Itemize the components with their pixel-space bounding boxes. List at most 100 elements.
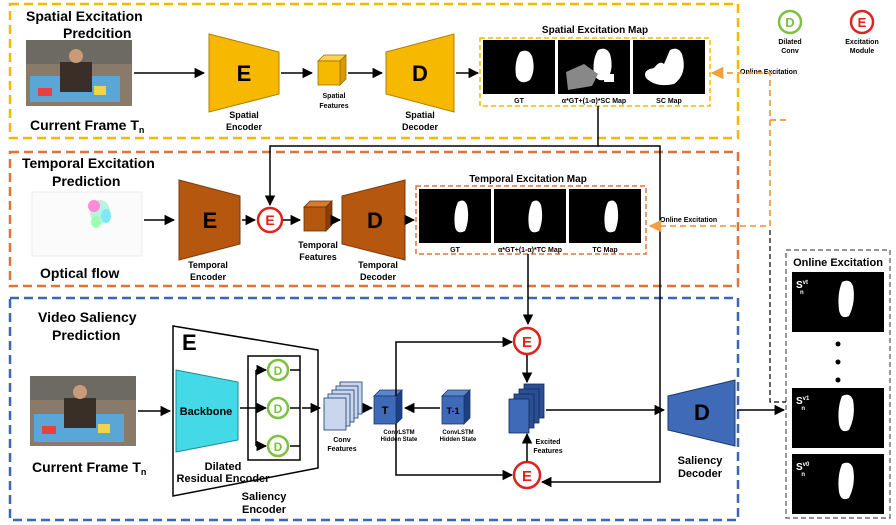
saliency-excitation-bottom-icon [512, 460, 542, 490]
spatial-title-1: Spatial Excitation [26, 8, 143, 24]
temporal-stage-2 [494, 189, 566, 243]
online-panel [785, 249, 891, 519]
excited-features-label-2: Features [533, 448, 562, 455]
temporal-decoder-shape [341, 179, 406, 261]
temporal-features-label-2: Features [299, 252, 337, 262]
temporal-encoder-letter: E [203, 208, 218, 233]
temporal-map-frame [415, 185, 647, 255]
excitation-legend-label-2: Module [850, 48, 875, 55]
spatial-to-temporal-arrow [264, 106, 599, 207]
dilated-legend-label-2: Conv [781, 48, 799, 55]
t-to-top-excitation [395, 336, 514, 396]
spatial-frame-label: Current Frame Tn [30, 117, 144, 135]
temporal-encoder-label-2: Encoder [190, 272, 227, 282]
temporal-features-cube [303, 200, 333, 232]
spatial-stage-2 [558, 40, 630, 94]
convlstm-t1-letter: T-1 [446, 406, 459, 416]
temporal-stage-3 [569, 189, 641, 243]
spatial-title-2: Predcition [63, 25, 131, 41]
online-ellipsis-dot-1 [835, 341, 841, 347]
spatial-stage-3 [633, 40, 705, 94]
spatial-decoder-shape [385, 33, 455, 113]
convlstm-t1-cube [441, 389, 471, 425]
convlstm-t-label-2: Hidden State [381, 437, 418, 443]
dilated-letter-3: D [274, 440, 283, 454]
temporal-stage-3-title: Curriculum Stage3 [574, 192, 636, 199]
online-map-vt [792, 272, 884, 332]
spatial-encoder-label-2: Encoder [226, 122, 263, 132]
backbone-label: Backbone [180, 406, 233, 418]
saliency-decoder-shape [667, 379, 736, 447]
temporal-title-2: Prediction [52, 173, 120, 189]
online-ellipsis-dot-2 [835, 359, 841, 365]
dilated-conv-icon-2 [266, 396, 290, 420]
spatial-decoder-label-2: Decoder [402, 122, 439, 132]
spatial-stage-2-caption: α*GT+(1-α)*SC Map [562, 98, 626, 105]
temporal-encoder-shape [178, 179, 241, 261]
saliency-decoder-label-1: Saliency [678, 455, 724, 467]
saliency-panel [8, 296, 740, 522]
spatial-frame-image [26, 40, 132, 106]
dilated-legend-label-1: Dilated [778, 39, 801, 46]
temporal-stage-1-title: Curriculum Stage1 [424, 192, 486, 199]
online-excitation-black-link [769, 230, 786, 403]
online-map-v0 [792, 454, 884, 514]
online-panel-title: Online Excitation [793, 257, 883, 269]
temporal-stage-2-title: Curriculum Stage2 [499, 192, 561, 199]
conv-features-label-2: Features [327, 446, 356, 453]
temporal-stage-2-caption: α*GT+(1-α)*TC Map [498, 247, 562, 254]
saliency-excitation-top-icon [512, 326, 542, 356]
spatial-stage-1-caption: GT [514, 98, 524, 105]
saliency-frame-image [30, 376, 136, 446]
dilated-encoder-label-1: Dilated [205, 461, 242, 473]
saliency-excitation-bottom-letter: E [522, 468, 532, 485]
saliency-decoder-label-2: Decoder [678, 468, 723, 480]
spatial-stage-1 [483, 40, 555, 94]
spatial-panel [8, 2, 740, 140]
excited-features-stack [508, 383, 545, 434]
dilated-letter-2: D [274, 402, 283, 416]
optical-flow-label: Optical flow [40, 265, 119, 281]
saliency-title-2: Prediction [52, 327, 120, 343]
conv-features-label-1: Conv [333, 437, 351, 444]
temporal-stage-1-caption: GT [450, 247, 460, 254]
dilated-branches [240, 355, 301, 461]
saliency-encoder-label-2: Encoder [242, 504, 287, 516]
spatial-features-cube [317, 54, 347, 86]
spatial-encoder-label-1: Spatial [229, 110, 259, 120]
saliency-title-1: Video Saliency [38, 309, 137, 325]
spatial-stage-3-caption: SC Map [656, 98, 682, 105]
convlstm-t1-label-1: ConvLSTM [442, 430, 473, 436]
dilated-encoder-label-2: Residual Encoder [177, 473, 271, 485]
temporal-panel [8, 150, 740, 288]
online-excitation-feedback-temporal [648, 120, 771, 233]
temporal-stage-3-caption: TC Map [592, 247, 617, 254]
convlstm-t-label-1: ConvLSTM [383, 430, 414, 436]
temporal-online-excitation-label: Online Excitation [660, 217, 717, 224]
temporal-module-letter: E [265, 212, 274, 228]
temporal-map-title: Temporal Excitation Map [469, 174, 587, 185]
spatial-decoder-letter: D [412, 61, 428, 86]
temporal-encoder-label-1: Temporal [188, 260, 228, 270]
excitation-module-legend-icon [849, 9, 875, 35]
temporal-features-label-1: Temporal [298, 240, 338, 250]
spatial-features-label-2: Features [319, 103, 348, 110]
conv-features-stack [323, 381, 363, 431]
t-to-bottom-excitation [395, 424, 514, 481]
saliency-encoder-label-1: Saliency [242, 491, 288, 503]
legend: D Dilated Conv E Excitation Module [777, 9, 879, 55]
spatial-decoder-label-1: Spatial [405, 110, 435, 120]
convlstm-t-letter: T [382, 405, 389, 417]
saliency-decoder-letter: D [694, 400, 710, 425]
convlstm-t-cube [373, 389, 403, 425]
saliency-frame-label: Current Frame Tn [32, 459, 146, 477]
backbone-shape [175, 369, 239, 453]
dilated-conv-icon-3 [266, 434, 290, 458]
spatial-to-saliency-arrow [540, 145, 661, 488]
saliency-encoder-letter: E [182, 330, 197, 355]
temporal-decoder-label-1: Temporal [358, 260, 398, 270]
dilated-legend-letter: D [785, 15, 794, 30]
